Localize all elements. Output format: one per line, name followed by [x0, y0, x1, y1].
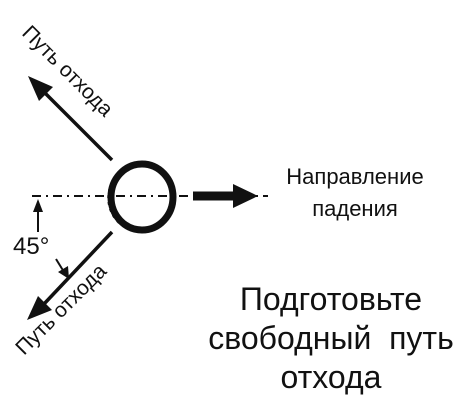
- escape-path-label-lower: Путь отхода: [11, 259, 111, 359]
- instruction-text: Подготовьте свободный путь отхода: [196, 280, 466, 397]
- fall-direction-label-line2: падения: [312, 196, 398, 221]
- fall-direction-arrow: [193, 184, 258, 208]
- instruction-line-2: свободный путь: [208, 320, 454, 356]
- escape-arrow-lower: [27, 230, 114, 320]
- fall-direction-label-line1: Направление: [286, 164, 423, 189]
- instruction-line-1: Подготовьте: [239, 281, 423, 317]
- angle-marker: [33, 199, 69, 279]
- tree-trunk-icon: [107, 160, 177, 234]
- escape-path-label-upper: Путь отхода: [17, 21, 117, 121]
- escape-arrow-upper: [28, 76, 114, 162]
- instruction-line-3: отхода: [280, 359, 382, 395]
- angle-label: 45°: [13, 233, 49, 260]
